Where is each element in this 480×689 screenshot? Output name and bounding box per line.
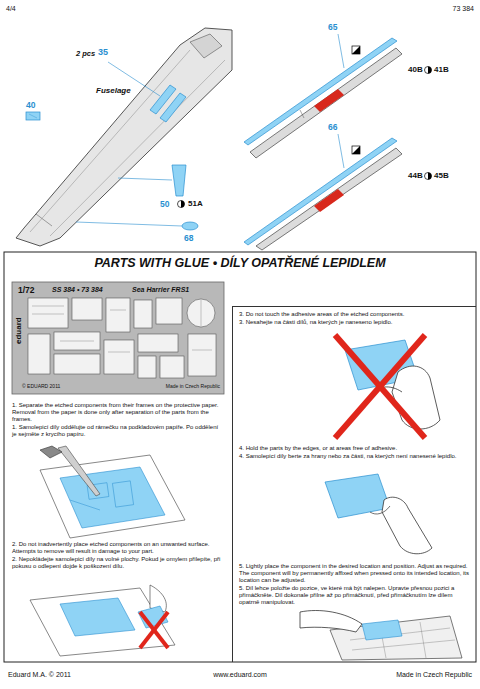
instruction-text: 4. Hold the parts by the edges, or at ar…	[239, 445, 471, 452]
instruction-text: 3. Nesahejte na části dílů, na kterých j…	[239, 319, 471, 326]
callout-number: 40	[26, 100, 35, 110]
instruction-text: 5. Díl lehce položte do pozice, ve které…	[239, 585, 471, 606]
instruction-text: 1. Samolepicí díly oddělujte od rámečku …	[12, 424, 224, 438]
callout-number: 68	[184, 233, 193, 243]
wrong-surface-illustration	[30, 585, 175, 656]
knife-illustration	[40, 446, 185, 538]
instruction-text: 1. Separate the etched components from t…	[12, 402, 224, 423]
page-number: 4/4	[6, 5, 16, 13]
fret-title: Sea Harrier FRS1	[132, 286, 189, 294]
origin-text: Made in Czech Republic	[152, 384, 220, 390]
part-40	[26, 112, 40, 120]
instruction-panel: 3. Do not touch the adhesive areas of th…	[232, 306, 476, 662]
etch-fret: 1/72 SS 384 • 73 384 Sea Harrier FRS1 eduar…	[12, 282, 224, 394]
hold-edge-illustration	[325, 474, 432, 554]
callout-number: 35	[98, 47, 108, 58]
footer-text: www.eduard.com	[180, 671, 300, 679]
callout-number: 41B	[434, 65, 449, 74]
placement-illustration	[300, 611, 462, 661]
instruction-text: 4. Samolepicí díly berte za hrany nebo z…	[239, 453, 471, 460]
callout-number: 45B	[434, 171, 449, 180]
fret-code: SS 384 • 73 384	[52, 286, 103, 294]
callout-number: 51A	[188, 199, 203, 208]
instruction-text: 2. Do not inadvertently place etched com…	[12, 541, 224, 555]
quantity-note: 2 pcs	[76, 50, 95, 59]
callout-number: 40B	[408, 65, 423, 74]
wing-strip-66	[244, 134, 432, 250]
callout-number: 50	[160, 199, 169, 209]
footer-text: Eduard M.A. © 2011	[8, 671, 71, 679]
brand-mark: eduard	[14, 317, 23, 344]
copyright-text: © EDUARD 2011	[22, 384, 60, 390]
instruction-text: 3. Do not touch the adhesive areas of th…	[239, 311, 471, 318]
section-frame	[4, 252, 476, 662]
section-title: PARTS WITH GLUE • DÍLY OPATŘENÉ LEPIDLEM	[4, 256, 476, 271]
scale-text: 1/72	[18, 285, 35, 295]
fuselage-drawing	[16, 28, 232, 246]
callout-number: 44B	[408, 171, 423, 180]
callout-number: 65	[328, 22, 337, 32]
part-name: Fuselage	[96, 86, 131, 95]
footer-text: Made in Czech Republic	[352, 671, 472, 679]
etch-fret	[12, 282, 224, 394]
part-68	[76, 222, 198, 230]
wing-strip-65	[244, 34, 432, 158]
callout-number: 66	[328, 122, 337, 132]
instruction-text: 5. Lightly place the component in the de…	[239, 563, 471, 584]
part-50	[118, 165, 186, 208]
instruction-text: 2. Nepokládejte samolepicí díly na volné…	[12, 556, 224, 570]
kit-number: 73 384	[430, 5, 474, 13]
do-not-touch-illustration	[335, 335, 440, 438]
